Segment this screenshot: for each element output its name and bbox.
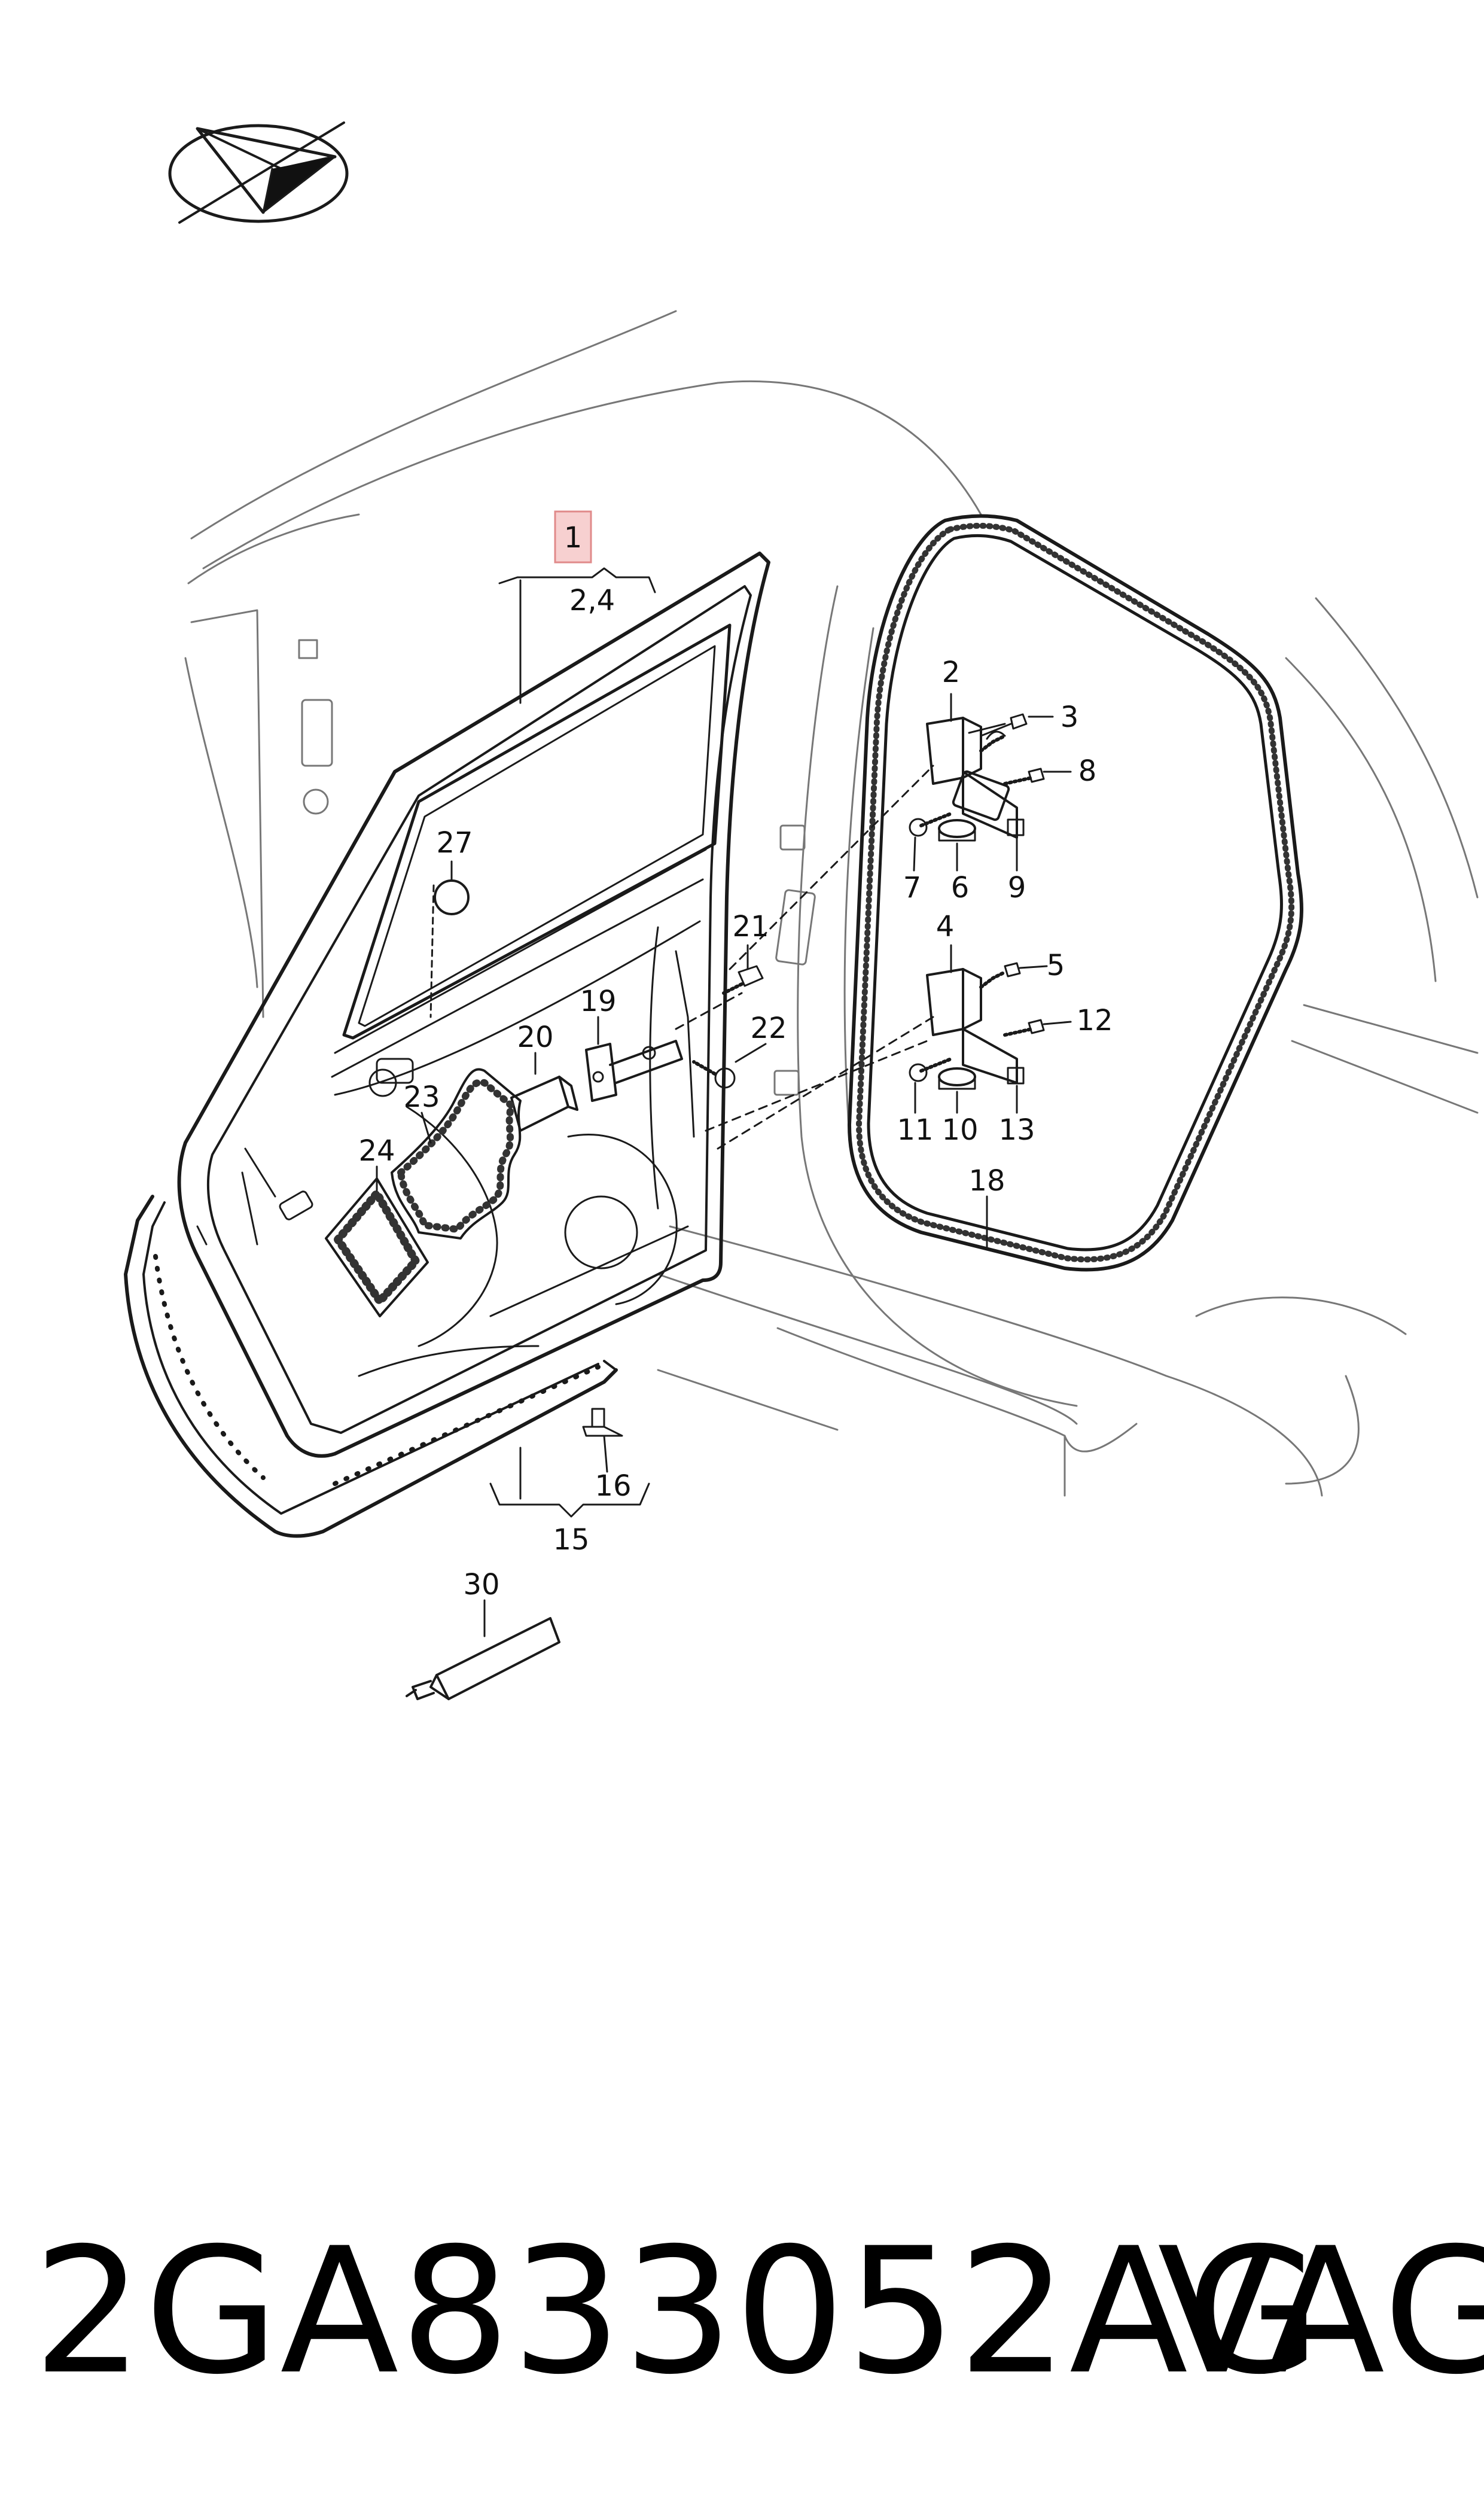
- callout-23: 23: [403, 1080, 440, 1114]
- callout-13: 13: [998, 1113, 1035, 1147]
- callout-11: 11: [897, 1113, 933, 1147]
- upper-hinge: [909, 713, 1045, 842]
- sound-pad-23: [391, 1068, 522, 1240]
- callout-2: 2: [942, 656, 961, 689]
- callout-1: 1: [564, 521, 583, 555]
- seal-strip-15: [124, 1195, 618, 1538]
- bolt-22: [692, 1043, 767, 1089]
- callout-2-4: 2,4: [569, 584, 615, 617]
- bracket-2-4: [498, 567, 656, 704]
- callout-8: 8: [1078, 754, 1097, 788]
- car-body-outline: [184, 310, 1479, 1497]
- alignment-lines: [675, 765, 934, 1150]
- compass-arrow-logo-icon: [168, 121, 349, 224]
- callout-16: 16: [595, 1469, 631, 1503]
- bolt-21: [722, 944, 764, 995]
- bracket-15: [489, 1447, 650, 1518]
- lower-hinge: [909, 962, 1045, 1090]
- callout-27: 27: [436, 826, 473, 860]
- callout-18: 18: [968, 1164, 1005, 1198]
- callout-24: 24: [358, 1134, 395, 1168]
- door-seal-18: [848, 514, 1303, 1272]
- pad-24: [325, 1165, 429, 1317]
- callout-12: 12: [1076, 1004, 1113, 1037]
- callout-5: 5: [1047, 949, 1065, 982]
- callout-15: 15: [553, 1523, 589, 1557]
- part-number: 2GA833052AG: [33, 2211, 1322, 2413]
- callout-20: 20: [517, 1021, 553, 1054]
- callout-7: 7: [903, 871, 922, 905]
- brand-name: VAG: [1157, 2211, 1484, 2413]
- hinge-leaders: [913, 693, 1072, 1114]
- callout-labels: 1 2,4 2 3 8 7 6 9 4 5 12 11 10 13 18 27 …: [358, 521, 1113, 1601]
- callout-4: 4: [936, 910, 955, 943]
- sealant-tube-30: [406, 1599, 560, 1700]
- handle-20: [510, 1052, 578, 1132]
- callout-1-highlight: [554, 510, 592, 564]
- callout-3: 3: [1061, 701, 1079, 734]
- check-strap-19: [585, 1016, 683, 1102]
- clip-16: [582, 1408, 623, 1473]
- callout-10: 10: [941, 1113, 978, 1147]
- callout-19: 19: [580, 985, 616, 1018]
- callout-6: 6: [951, 871, 970, 905]
- callout-30: 30: [463, 1568, 499, 1601]
- callout-22: 22: [750, 1012, 787, 1045]
- callout-9: 9: [1008, 871, 1026, 905]
- callout-21: 21: [732, 910, 769, 943]
- grommet-27: [429, 860, 470, 1018]
- door-shell-1: [177, 552, 770, 1458]
